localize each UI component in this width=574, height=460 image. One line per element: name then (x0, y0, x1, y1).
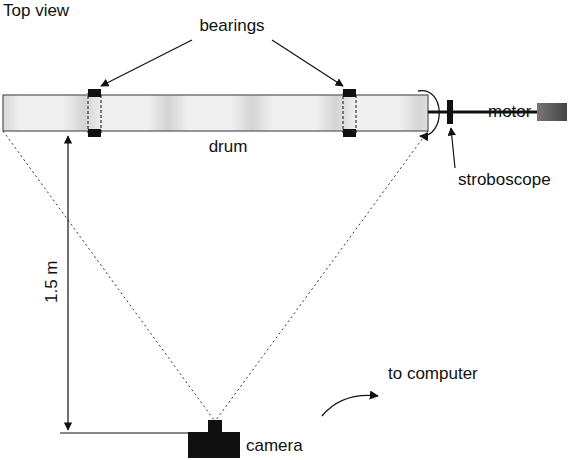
part-label: bearings (199, 16, 264, 36)
bearing-block (343, 129, 356, 137)
view-line (3, 131, 214, 420)
bearing-block (88, 129, 101, 137)
part-label: drum (209, 137, 248, 157)
bearing-outline (343, 93, 356, 133)
motor-body (537, 103, 567, 121)
note-label: to computer (388, 364, 478, 384)
figure-title: Top view (3, 1, 69, 21)
dimension-line (67, 136, 68, 430)
part-label: camera (246, 436, 303, 456)
drum-body (3, 95, 428, 131)
output-arrow (322, 395, 378, 416)
bearing-block (343, 89, 356, 97)
leader-arrow (101, 40, 192, 86)
leader-arrow (451, 128, 455, 168)
part-label: stroboscope (458, 170, 551, 190)
camera-lens (208, 420, 222, 433)
bearing-block (88, 89, 101, 97)
extension-line (60, 432, 188, 433)
part-label: motor (488, 102, 531, 122)
bearing-outline (88, 93, 101, 133)
leader-arrow (272, 40, 343, 86)
stroboscope-disk (447, 100, 453, 124)
camera-body (188, 432, 240, 458)
dimension-label: 1.5 m (42, 261, 62, 304)
